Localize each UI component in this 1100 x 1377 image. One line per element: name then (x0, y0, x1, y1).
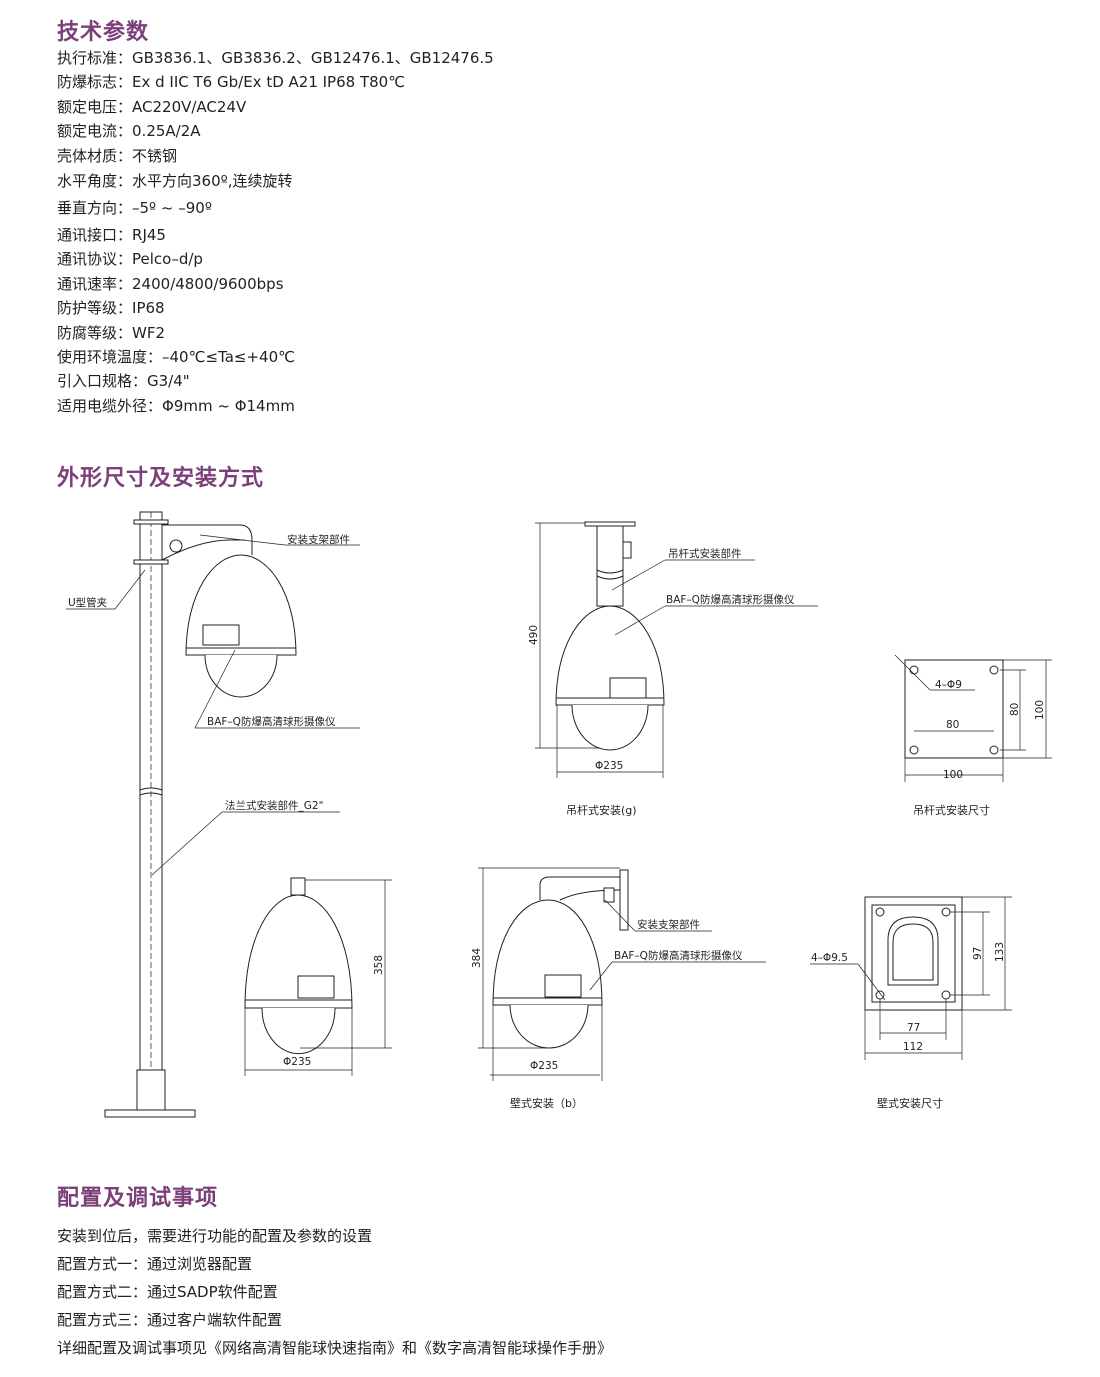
spec-row: 引入口规格：G3/4" (57, 372, 190, 391)
svg-text:壁式安装尺寸: 壁式安装尺寸 (877, 1096, 943, 1110)
config-line: 安装到位后，需要进行功能的配置及参数的设置 (57, 1227, 373, 1245)
section-title-config: 配置及调试事项 (57, 1186, 219, 1211)
svg-text:97: 97 (972, 947, 984, 960)
svg-text:U型管夹: U型管夹 (68, 596, 107, 609)
spec-row: 额定电压：AC220V/AC24V (57, 97, 247, 116)
config-line: 配置方式二：通过SADP软件配置 (57, 1283, 278, 1301)
svg-text:Φ235: Φ235 (530, 1060, 558, 1072)
spec-row: 防护等级：IP68 (57, 299, 165, 318)
svg-text:吊杆式安装尺寸: 吊杆式安装尺寸 (913, 803, 990, 817)
svg-text:112: 112 (903, 1041, 923, 1053)
section-title-specs: 技术参数 (57, 20, 150, 45)
spec-row: 通讯协议：Pelco–d/p (57, 250, 203, 269)
config-line: 配置方式三：通过客户端软件配置 (57, 1311, 283, 1329)
spec-row: 垂直方向：–5º ~ –90º (57, 199, 212, 218)
spec-row: 水平角度：水平方向360º,连续旋转 (57, 171, 293, 190)
svg-text:BAF–Q防爆高清球形摄像仪: BAF–Q防爆高清球形摄像仪 (666, 593, 795, 606)
svg-text:133: 133 (994, 942, 1006, 962)
config-line: 详细配置及调试事项见《网络高清智能球快速指南》和《数字高清智能球操作手册》 (57, 1339, 613, 1357)
config-list: 安装到位后，需要进行功能的配置及参数的设置 配置方式一：通过浏览器配置 配置方式… (57, 1222, 612, 1362)
svg-text:安装支架部件: 安装支架部件 (637, 918, 700, 931)
svg-text:吊杆式安装部件: 吊杆式安装部件 (668, 547, 742, 560)
spec-row: 使用环境温度：–40℃≤Ta≤+40℃ (57, 347, 295, 366)
standalone-camera-drawing: 358 Φ235 (244, 877, 392, 1076)
spec-row: 额定电流：0.25A/2A (57, 122, 201, 141)
svg-text:490: 490 (528, 625, 540, 645)
spec-row: 执行标准：GB3836.1、GB3836.2、GB12476.1、GB12476… (57, 49, 494, 67)
pole-mount-drawing: 安装支架部件 U型管夹 BAF–Q防爆高清球形摄像仪 法兰式安装部件_G2" (66, 511, 360, 1118)
svg-text:Φ235: Φ235 (595, 760, 623, 772)
svg-text:吊杆式安装(g): 吊杆式安装(g) (566, 803, 637, 817)
svg-text:80: 80 (1009, 703, 1021, 716)
spec-row: 壳体材质：不锈钢 (57, 146, 178, 165)
spec-row: 防腐等级：WF2 (57, 323, 166, 342)
svg-text:法兰式安装部件_G2": 法兰式安装部件_G2" (225, 799, 323, 812)
svg-text:Φ235: Φ235 (283, 1056, 311, 1068)
svg-text:BAF–Q防爆高清球形摄像仪: BAF–Q防爆高清球形摄像仪 (207, 715, 336, 728)
spec-row: 适用电缆外径：Φ9mm ~ Φ14mm (57, 396, 295, 415)
wall-mount-drawing: 384 Φ235 壁式安装（b） 安装支架部件 BAF–Q防爆高清球形摄像仪 (471, 867, 766, 1110)
svg-text:4–Φ9: 4–Φ9 (935, 679, 962, 691)
svg-text:BAF–Q防爆高清球形摄像仪: BAF–Q防爆高清球形摄像仪 (614, 949, 743, 962)
spec-list: 执行标准：GB3836.1、GB3836.2、GB12476.1、GB12476… (57, 46, 494, 418)
svg-text:358: 358 (373, 955, 385, 975)
spec-row: 防爆标志：Ex d IIC T6 Gb/Ex tD A21 IP68 T80℃ (57, 73, 406, 92)
svg-text:100: 100 (1034, 700, 1046, 720)
svg-text:80: 80 (946, 719, 959, 731)
svg-text:壁式安装（b）: 壁式安装（b） (510, 1096, 583, 1110)
svg-text:100: 100 (943, 769, 963, 781)
svg-text:安装支架部件: 安装支架部件 (287, 533, 350, 546)
svg-text:384: 384 (471, 948, 483, 968)
spec-row: 通讯速率：2400/4800/9600bps (57, 274, 284, 293)
pendant-plate-drawing: 4–Φ9 80 100 80 100 吊杆式安装尺寸 (894, 654, 1052, 817)
section-title-dimensions: 外形尺寸及安装方式 (57, 466, 265, 491)
config-line: 配置方式一：通过浏览器配置 (57, 1255, 253, 1273)
svg-text:77: 77 (907, 1022, 920, 1034)
svg-text:4–Φ9.5: 4–Φ9.5 (811, 952, 848, 964)
wall-plate-drawing: 4–Φ9.5 97 133 77 112 壁式安装尺寸 (810, 896, 1012, 1110)
spec-row: 通讯接口：RJ45 (57, 225, 166, 244)
pendant-mount-drawing: 490 Φ235 吊杆式安装(g) 吊杆式安装部件 BAF–Q防爆高清球形摄像仪 (528, 521, 818, 817)
